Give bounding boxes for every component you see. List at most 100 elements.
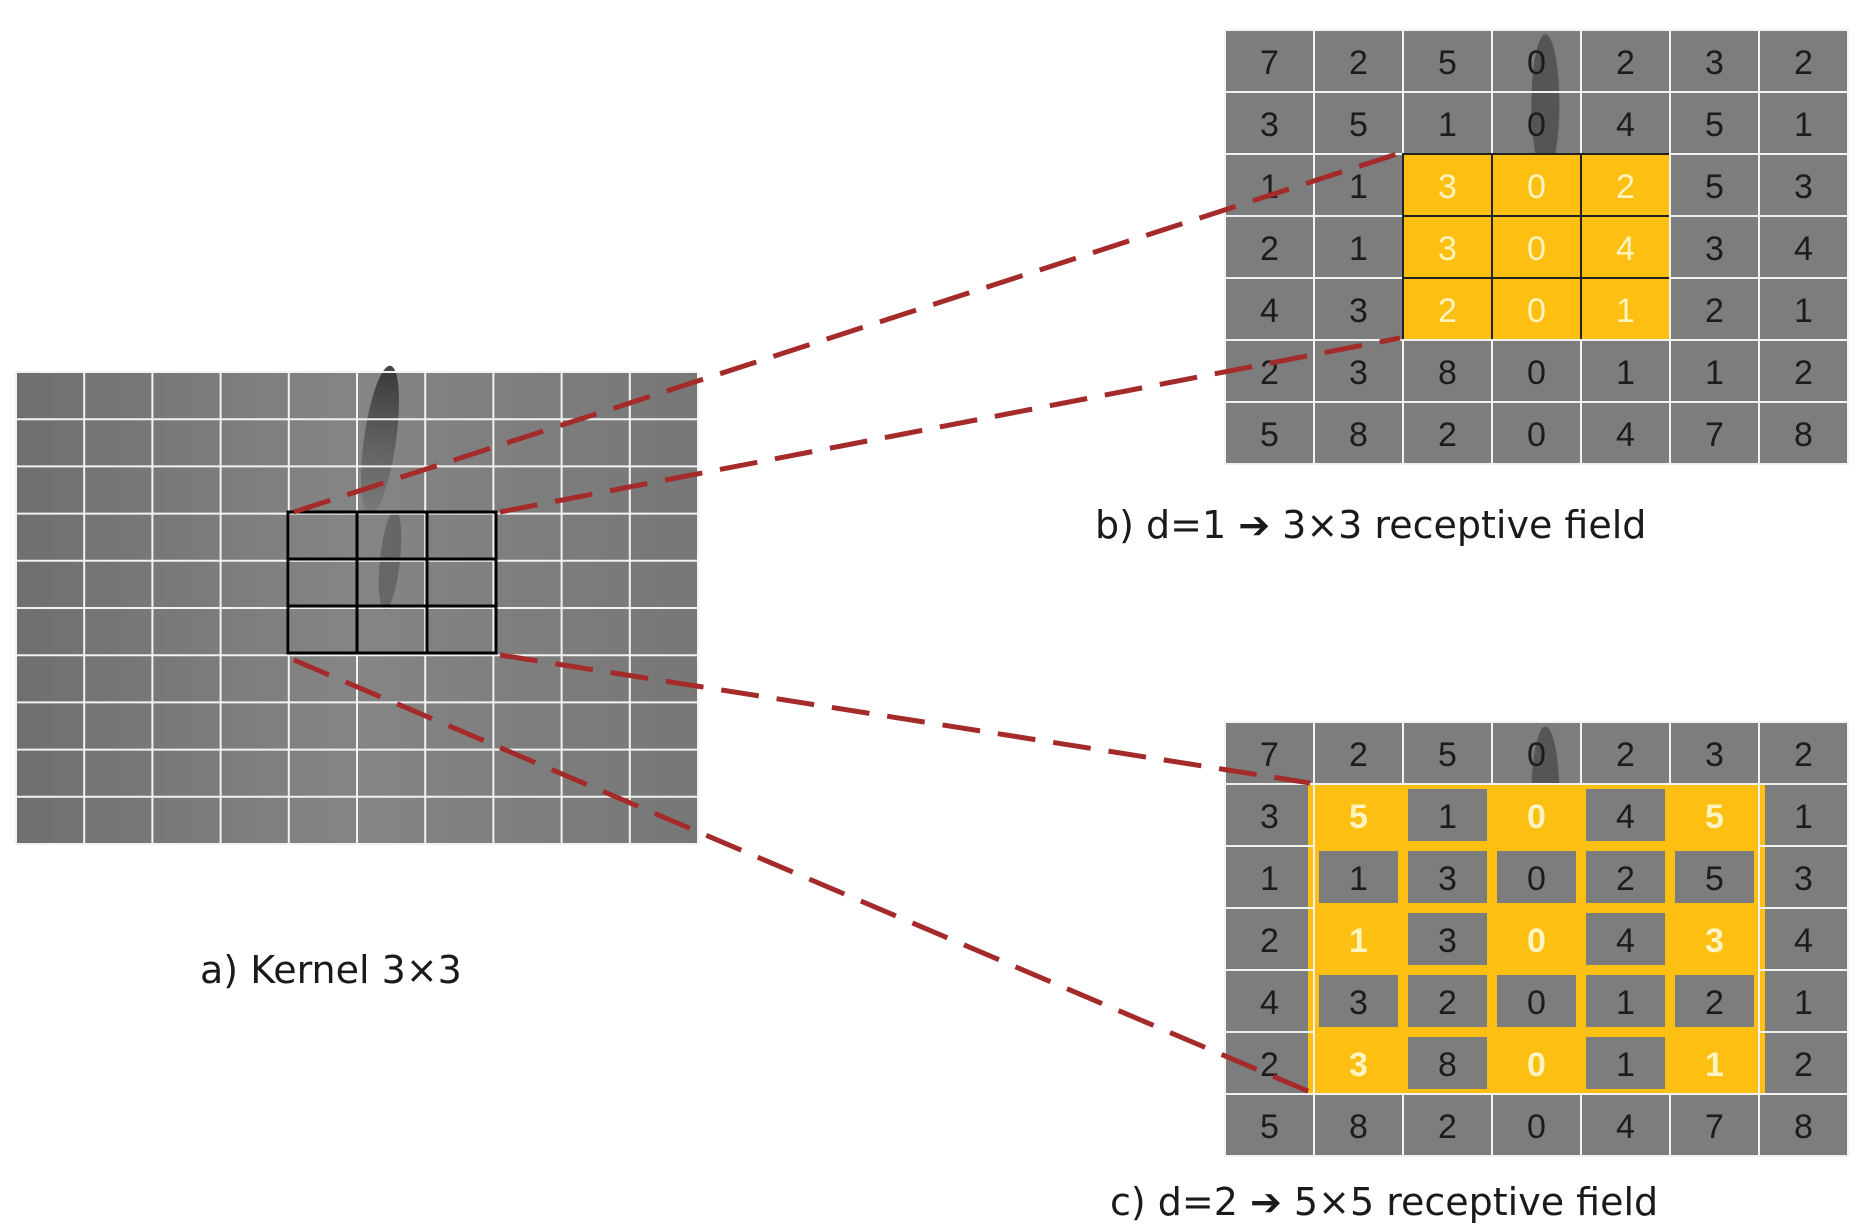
- grid-cell-value: 2: [1260, 230, 1279, 268]
- grid-cell-value: 5: [1260, 416, 1279, 454]
- caption-b: b) d=1 ➔ 3×3 receptive field: [1095, 503, 1646, 547]
- grid-cell-value: 0: [1527, 736, 1546, 774]
- highlighted-cell-value: 1: [1705, 1046, 1724, 1084]
- grid-cell-value: 4: [1616, 798, 1635, 836]
- grid-cell-value: 2: [1705, 292, 1724, 330]
- grid-cell-value: 3: [1349, 354, 1368, 392]
- grid-cell-value: 2: [1349, 44, 1368, 82]
- grid-cell-value: 8: [1438, 1046, 1457, 1084]
- highlighted-cell-value: 0: [1527, 798, 1546, 836]
- grid-cell-value: 3: [1705, 44, 1724, 82]
- highlighted-cell-value: 2: [1616, 168, 1635, 206]
- grid-cell-value: 1: [1260, 860, 1279, 898]
- grid-cell-value: 7: [1705, 416, 1724, 454]
- grid-cell-value: 0: [1527, 984, 1546, 1022]
- grid-cell-value: 3: [1349, 984, 1368, 1022]
- grid-cell-value: 1: [1438, 106, 1457, 144]
- highlighted-cell-value: 5: [1705, 798, 1724, 836]
- grid-cell-value: 5: [1705, 168, 1724, 206]
- grid-cell-value: 8: [1349, 1108, 1368, 1146]
- kernel-3x3-outline: [286, 510, 498, 655]
- grid-cell-value: 1: [1794, 798, 1813, 836]
- grid-cell: [1586, 975, 1665, 1027]
- grid-cell: [1319, 851, 1398, 903]
- grid-cell-value: 1: [1705, 354, 1724, 392]
- grid-cell-value: 8: [1438, 354, 1457, 392]
- grid-cell-value: 2: [1794, 1046, 1813, 1084]
- grid-cell: [1408, 851, 1487, 903]
- highlighted-cell-value: 0: [1527, 1046, 1546, 1084]
- grid-cell-value: 8: [1794, 416, 1813, 454]
- grid-cell-value: 4: [1616, 1108, 1635, 1146]
- highlighted-cell-value: 3: [1438, 230, 1457, 268]
- grid-cell-value: 3: [1260, 798, 1279, 836]
- grid-cell-value: 1: [1438, 798, 1457, 836]
- grid-cell-value: 5: [1705, 860, 1724, 898]
- grid-cell-value: 3: [1705, 736, 1724, 774]
- grid-cell-value: 1: [1260, 168, 1279, 206]
- grid-cell-value: 2: [1794, 354, 1813, 392]
- highlighted-cell-value: 5: [1349, 798, 1368, 836]
- highlighted-cell-value: 0: [1527, 922, 1546, 960]
- grid-cell-value: 2: [1616, 44, 1635, 82]
- grid-cell-value: 1: [1616, 354, 1635, 392]
- grid-cell: [1586, 789, 1665, 841]
- highlighted-cell-value: 3: [1349, 1046, 1368, 1084]
- grid-cell: [1675, 975, 1754, 1027]
- grid-cell-value: 5: [1438, 44, 1457, 82]
- grid-cell-value: 3: [1349, 292, 1368, 330]
- grid-cell-value: 4: [1616, 106, 1635, 144]
- grid-cell: [1497, 851, 1576, 903]
- grid-cell-value: 4: [1260, 984, 1279, 1022]
- grid-cell-value: 1: [1616, 984, 1635, 1022]
- grid-cell-value: 2: [1794, 44, 1813, 82]
- grid-cell: [1675, 851, 1754, 903]
- grid-cell-value: 2: [1794, 736, 1813, 774]
- grid-cell: [1319, 975, 1398, 1027]
- grid-cell-value: 2: [1438, 416, 1457, 454]
- highlighted-cell-value: 3: [1705, 922, 1724, 960]
- grid-cell-value: 3: [1794, 168, 1813, 206]
- grid-cell: [1586, 913, 1665, 965]
- grid-cell-value: 5: [1260, 1108, 1279, 1146]
- input-image-grid: [15, 365, 699, 845]
- connector-b-top-1: [293, 150, 1401, 515]
- grid-cell-value: 8: [1794, 1108, 1813, 1146]
- grid-cell-value: 1: [1349, 168, 1368, 206]
- grid-cell-value: 4: [1794, 230, 1813, 268]
- grid-cell: [1408, 975, 1487, 1027]
- grid-cell-value: 3: [1705, 230, 1724, 268]
- grid-cell-value: 5: [1705, 106, 1724, 144]
- grid-cell: [1758, 401, 1849, 465]
- grid-cell-value: 0: [1527, 44, 1546, 82]
- highlighted-cell-value: 0: [1527, 230, 1546, 268]
- grid-cell: [1586, 1037, 1665, 1089]
- grid-cell: [1758, 1093, 1849, 1157]
- highlighted-cell-value: 0: [1527, 168, 1546, 206]
- connector-c-bottom: [293, 657, 1311, 1095]
- grid-cell-value: 0: [1527, 416, 1546, 454]
- receptive-field-frame: [1308, 784, 1765, 1094]
- grid-cell-value: 2: [1349, 736, 1368, 774]
- grid-cell-value: 0: [1527, 354, 1546, 392]
- connector-b-top-2: [499, 335, 1401, 515]
- grid-cell-value: 2: [1438, 1108, 1457, 1146]
- connector-c-top: [499, 652, 1311, 786]
- caption-a: a) Kernel 3×3: [200, 948, 462, 992]
- highlighted-cell-value: 0: [1527, 292, 1546, 330]
- highlighted-cell-value: 1: [1616, 292, 1635, 330]
- grid-cell-value: 3: [1260, 106, 1279, 144]
- grid-cell-value: 2: [1616, 736, 1635, 774]
- grid-cell-value: 4: [1794, 922, 1813, 960]
- highlighted-cell-value: 3: [1438, 168, 1457, 206]
- grid-cell-value: 7: [1260, 736, 1279, 774]
- highlighted-cell-value: 2: [1438, 292, 1457, 330]
- caption-c: c) d=2 ➔ 5×5 receptive field: [1110, 1180, 1658, 1224]
- grid-cell-value: 1: [1794, 106, 1813, 144]
- grid-cell-value: 4: [1260, 292, 1279, 330]
- grid-cell-value: 1: [1794, 984, 1813, 1022]
- grid-cell-value: 2: [1705, 984, 1724, 1022]
- grid-cell-value: 4: [1616, 922, 1635, 960]
